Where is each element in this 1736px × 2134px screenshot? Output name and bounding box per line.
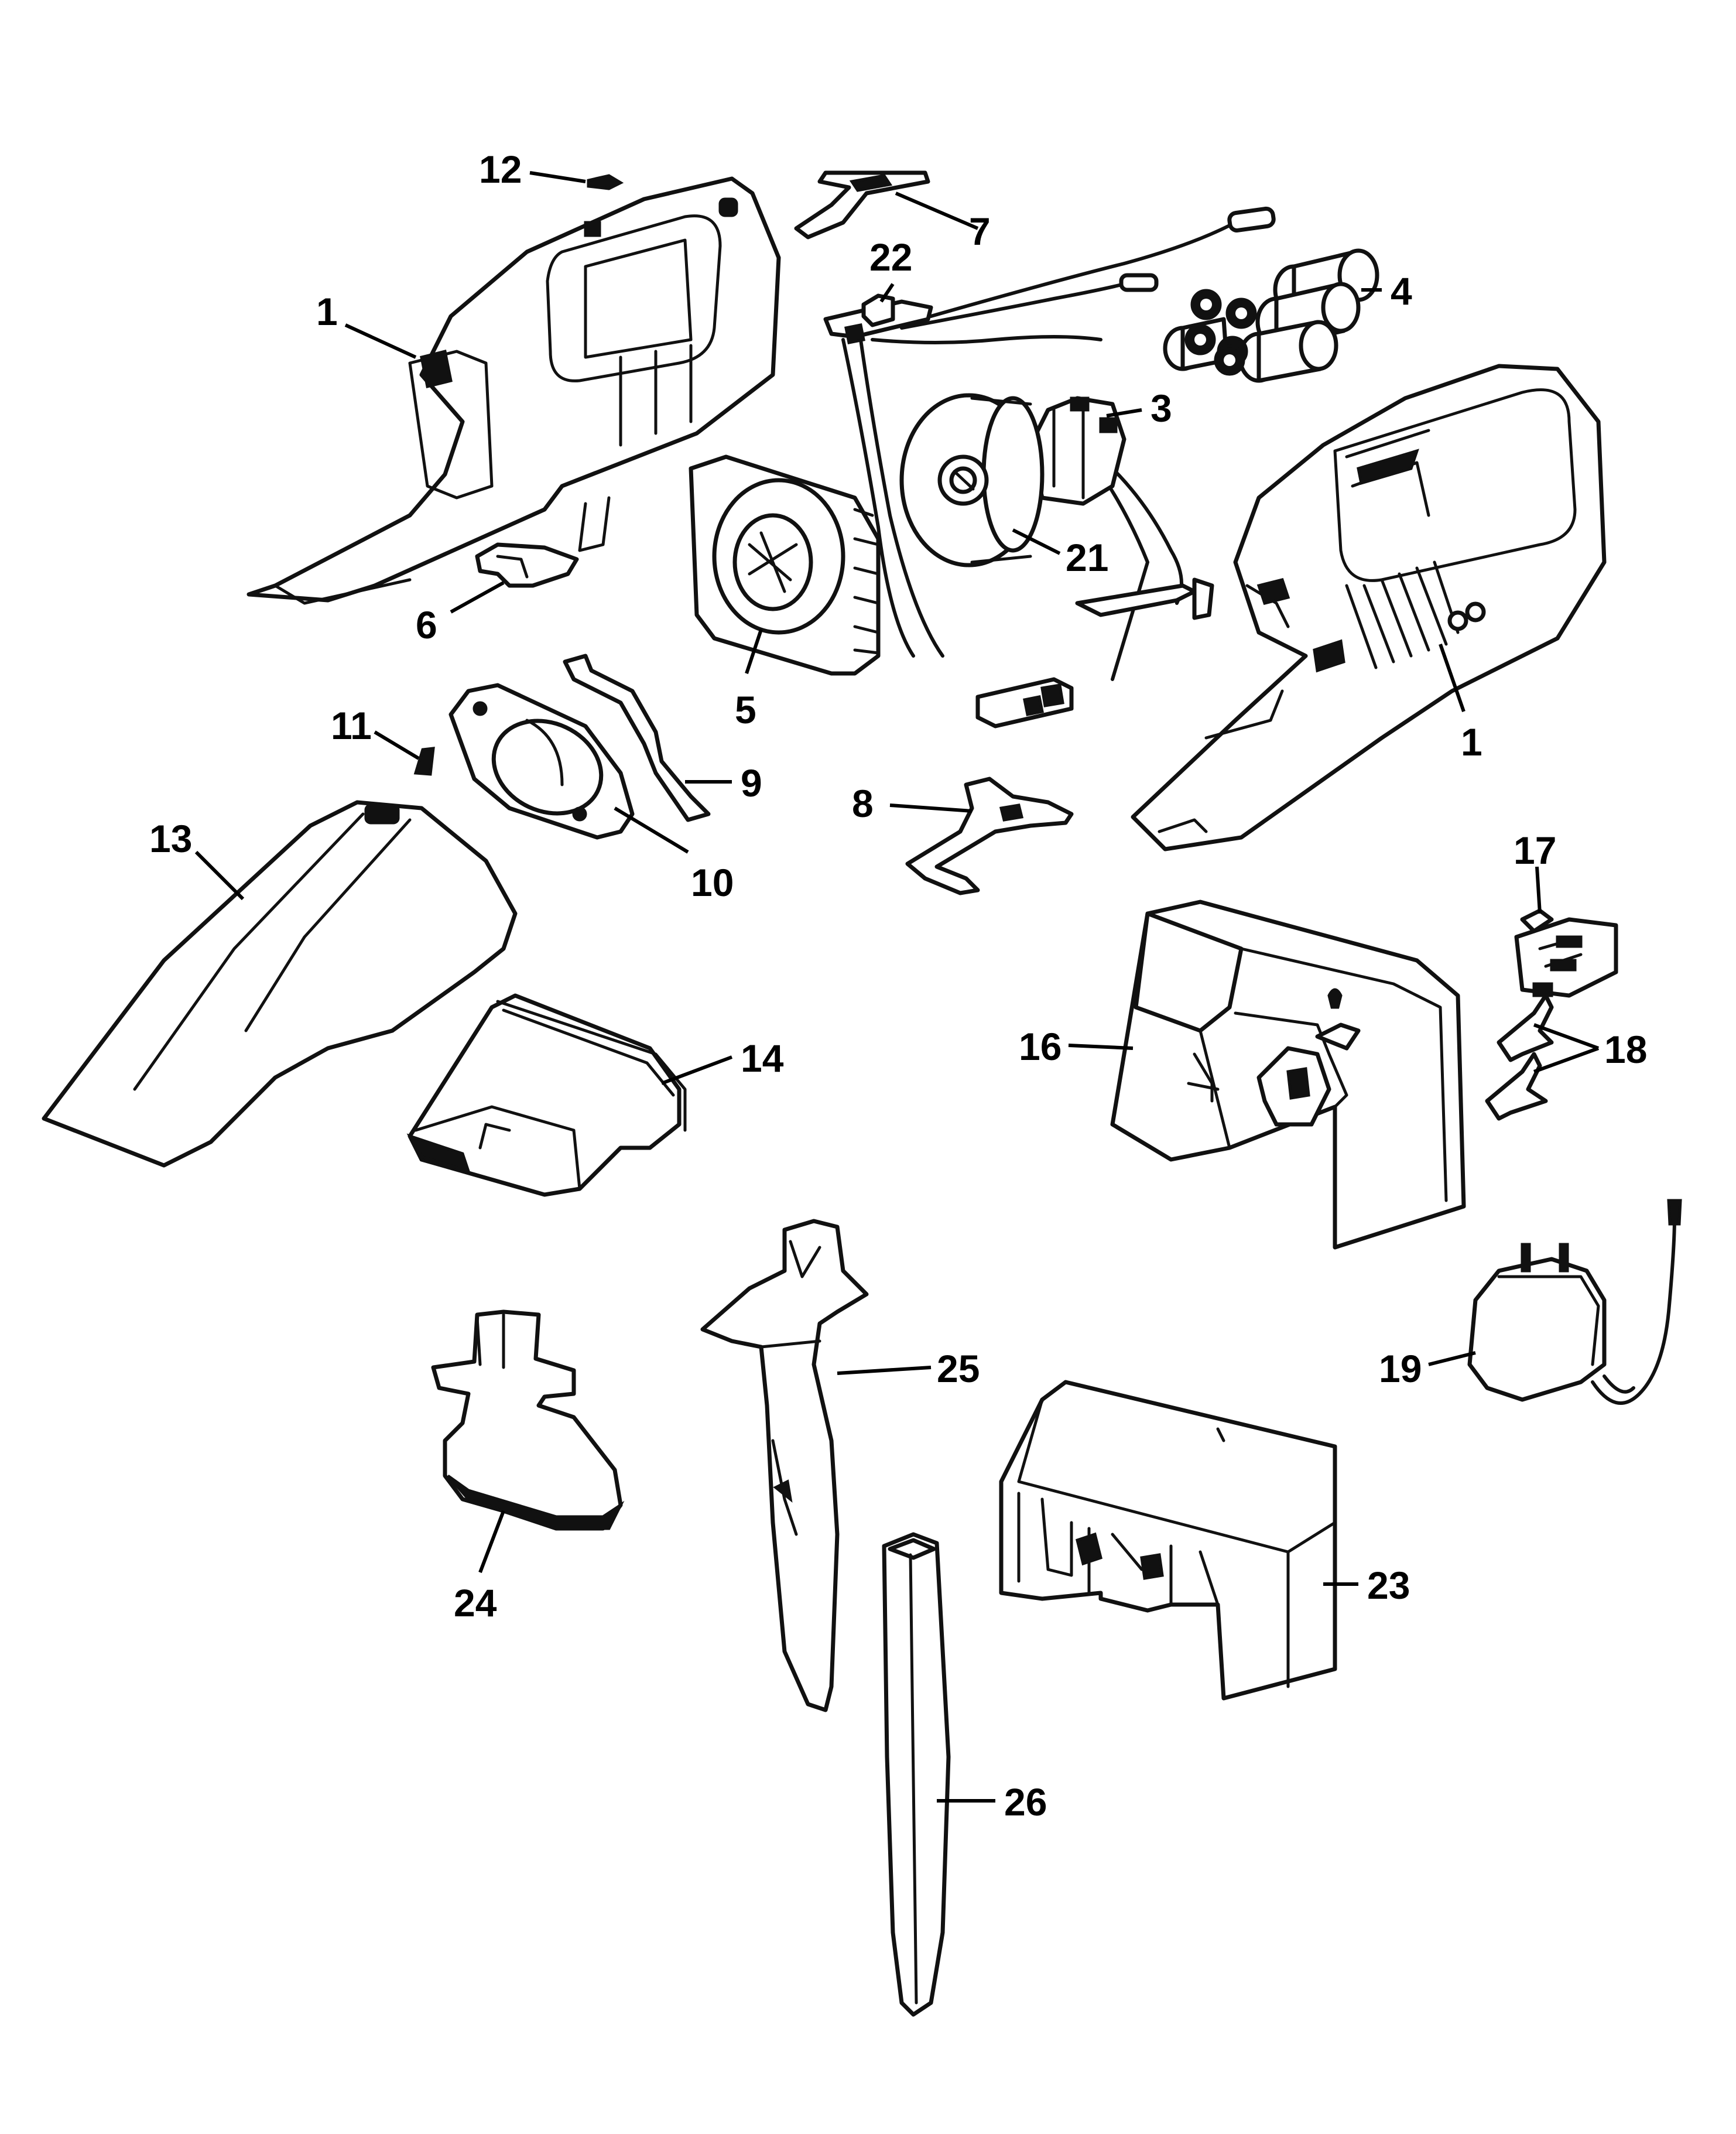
battery-pack-4 — [1163, 248, 1379, 383]
screw-11 — [413, 747, 435, 776]
callout-11: 11 — [331, 704, 372, 747]
callout-1-right: 1 — [1461, 720, 1482, 764]
callout-13: 13 — [149, 817, 192, 860]
housing-left-half — [246, 176, 781, 605]
callout-8: 8 — [852, 782, 874, 825]
motor-3 — [1028, 396, 1126, 506]
callout-3: 3 — [1151, 387, 1172, 430]
fan-housing-5 — [689, 454, 881, 676]
filter-14 — [406, 993, 687, 1197]
accessory-holder-23 — [999, 1380, 1337, 1701]
callout-6: 6 — [416, 603, 437, 647]
callout-17: 17 — [1514, 829, 1556, 872]
switch-button-7 — [794, 170, 930, 240]
switch-22 — [823, 293, 933, 344]
callout-labels: 12 7 22 4 1 3 21 6 5 11 9 1 13 10 8 17 1… — [149, 148, 1647, 1824]
callout-4: 4 — [1391, 269, 1412, 313]
brush-tool-24 — [431, 1309, 625, 1531]
callout-22: 22 — [869, 235, 912, 279]
callout-23: 23 — [1367, 1564, 1410, 1607]
callout-12: 12 — [479, 148, 522, 191]
extension-tube-26 — [882, 1532, 951, 2017]
filter-plate-10 — [448, 683, 635, 840]
wall-bracket-16 — [1110, 900, 1466, 1250]
callout-5: 5 — [735, 688, 756, 731]
screw-12 — [587, 174, 624, 190]
callout-9: 9 — [741, 761, 762, 805]
housing-right-half — [1131, 364, 1607, 851]
callout-16: 16 — [1019, 1025, 1062, 1068]
fan-21 — [899, 393, 1045, 567]
callout-18: 18 — [1604, 1028, 1647, 1071]
callout-7: 7 — [969, 210, 991, 253]
contact-plate-8 — [905, 777, 1074, 895]
leader-lines — [194, 171, 1600, 1803]
callout-1-top: 1 — [316, 290, 338, 333]
dust-bowl-13 — [42, 800, 518, 1168]
callout-26: 26 — [1004, 1780, 1047, 1824]
charger-19 — [1467, 1199, 1682, 1405]
callout-19: 19 — [1379, 1347, 1422, 1390]
callout-25: 25 — [937, 1347, 980, 1390]
callout-21: 21 — [1066, 536, 1108, 579]
latch-6 — [475, 542, 579, 588]
terminal-bracket — [975, 577, 1214, 729]
callout-14: 14 — [741, 1037, 784, 1080]
callout-24: 24 — [454, 1581, 497, 1625]
contact-springs-18 — [1485, 993, 1554, 1121]
plug-adaptor-17 — [1514, 908, 1618, 998]
callout-10: 10 — [691, 861, 734, 904]
spring-clip-9 — [563, 654, 711, 822]
crevice-tool-25 — [700, 1219, 869, 1712]
